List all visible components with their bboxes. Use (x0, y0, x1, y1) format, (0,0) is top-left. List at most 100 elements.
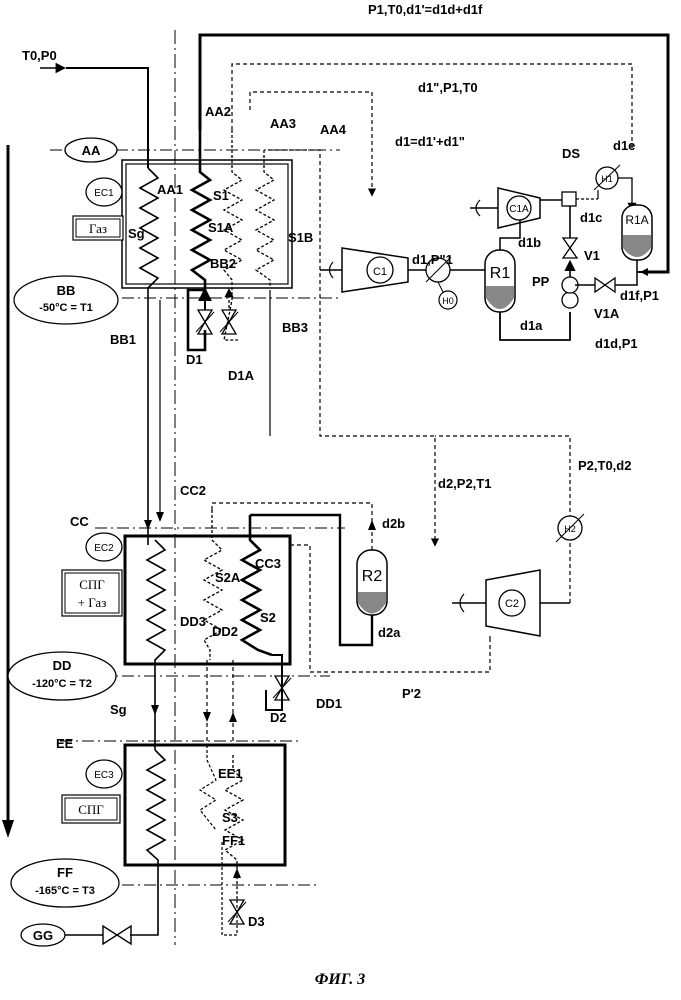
separator-ds (562, 192, 576, 206)
label-s1a: S1A (208, 220, 234, 235)
compressor-c1-label: C1 (373, 266, 387, 278)
level-bb: BB -50°C = T1 (14, 276, 118, 324)
label-p2-t0-d2: P2,T0,d2 (578, 458, 631, 473)
line-d1f (615, 260, 637, 285)
label-dd1: DD1 (316, 696, 342, 711)
heat-exchanger-h2[interactable]: H2 (556, 514, 584, 542)
label-bb2: BB2 (210, 256, 236, 271)
ec3-badge: EC3 (86, 760, 122, 788)
heat-exchanger-h1[interactable]: H1 (594, 165, 620, 190)
r1a-label: R1A (625, 213, 648, 227)
label-cc2: CC2 (180, 483, 206, 498)
gas-box-1: Газ (73, 216, 123, 240)
label-aa3: AA3 (270, 116, 296, 131)
label-cc: CC (70, 514, 89, 529)
bb1-arrowhead (156, 512, 164, 522)
main-gas-arrow-ec3 (151, 705, 159, 715)
ec1-label: EC1 (94, 188, 114, 199)
c1a-label: C1A (509, 204, 529, 215)
line-p2-t0-d2 (435, 436, 570, 603)
h2-label: H2 (564, 524, 576, 534)
h1-label: H1 (601, 174, 613, 184)
figure-caption: ФИГ. 3 (315, 971, 366, 988)
label-d2a: d2a (378, 625, 401, 640)
line-p2prime (290, 545, 490, 672)
label-d1pp-flow: d1",P1,T0 (418, 80, 478, 95)
dd-temp: -120°C = T2 (32, 678, 92, 690)
label-aa4: AA4 (320, 122, 347, 137)
label-d1d-p1: d1d,P1 (595, 336, 638, 351)
bb-label: BB (57, 283, 76, 298)
line-top-p1 (200, 35, 668, 272)
compressor-c1[interactable]: C1 (320, 248, 408, 292)
label-ff1: FF1 (222, 833, 245, 848)
level-ff: FF -165°C = T3 (11, 859, 119, 907)
outlet-gg: GG (21, 924, 65, 946)
valve-v1a[interactable] (595, 278, 615, 292)
ff-temp: -165°C = T3 (35, 885, 95, 897)
label-cc3: CC3 (255, 556, 281, 571)
label-p2prime: P'2 (402, 686, 421, 701)
label-d3-valve: D3 (248, 914, 265, 929)
lng-gas-box: СПГ + Газ (62, 570, 122, 616)
ec2-label: EC2 (94, 543, 114, 554)
coil-s3-return (200, 745, 216, 830)
valve-v1[interactable] (563, 238, 577, 258)
label-d1c: d1c (580, 210, 602, 225)
label-v1a: V1A (594, 306, 620, 321)
label-d2-p2-t1: d2,P2,T1 (438, 476, 491, 491)
compressor-c1a[interactable]: C1A (470, 188, 540, 228)
label-ee: EE (56, 736, 74, 751)
lng-box: СПГ (62, 795, 120, 823)
label-t0p0: T0,P0 (22, 48, 57, 63)
label-v1: V1 (584, 248, 600, 263)
dd-label: DD (53, 658, 72, 673)
label-dd3: DD3 (180, 614, 206, 629)
label-d1b: d1b (518, 235, 541, 250)
exchanger-ec3-box (125, 745, 285, 865)
line-d1-to-c1 (250, 92, 372, 195)
valve-gg[interactable] (103, 926, 131, 944)
coil-s1 (188, 130, 210, 350)
process-direction-arrowhead (2, 820, 14, 838)
compressor-c2[interactable]: C2 (452, 570, 570, 636)
label-d1-eq: d1=d1'+d1" (395, 134, 465, 149)
label-s1b: S1B (288, 230, 313, 245)
label-d1-p1: d1,P"1 (412, 252, 453, 267)
label-ee1: EE1 (218, 766, 243, 781)
dd3-arrowhead (203, 712, 211, 722)
label-d1e: d1e (613, 138, 635, 153)
label-pp: PP (532, 274, 550, 289)
label-s3: S3 (222, 810, 238, 825)
ec1-badge: EC1 (86, 178, 122, 206)
label-aa2: AA2 (205, 104, 231, 119)
vessel-r1: R1 (485, 250, 515, 312)
label-aa1: AA1 (157, 182, 183, 197)
label-bb3: BB3 (282, 320, 308, 335)
line-d2b (212, 503, 372, 550)
label-sg-top: Sg (128, 226, 145, 241)
pump-pp[interactable] (562, 277, 578, 308)
vessel-r1a: R1A (622, 205, 652, 260)
dd2-arrowhead (229, 712, 237, 722)
level-dd: DD -120°C = T2 (8, 652, 116, 700)
label-s2: S2 (260, 610, 276, 625)
vessel-r2: R2 (357, 550, 387, 615)
coil-s1a (224, 130, 242, 340)
aa-label: AA (82, 143, 101, 158)
bb-temp: -50°C = T1 (39, 302, 93, 314)
lng-gas-line2: + Газ (78, 595, 107, 610)
label-sg-mid: Sg (110, 702, 127, 717)
label-dd2: DD2 (212, 624, 238, 639)
ec2-badge: EC2 (86, 533, 122, 561)
label-top-flow: P1,T0,d1'=d1d+d1f (368, 2, 483, 17)
d2b-arrowhead (368, 520, 376, 530)
label-d2b: d2b (382, 516, 405, 531)
label-bb1: BB1 (110, 332, 136, 347)
h0-label: H0 (442, 296, 454, 306)
outlet-line (130, 925, 158, 935)
label-s2a: S2A (215, 570, 241, 585)
d3-arrowhead (233, 868, 241, 878)
